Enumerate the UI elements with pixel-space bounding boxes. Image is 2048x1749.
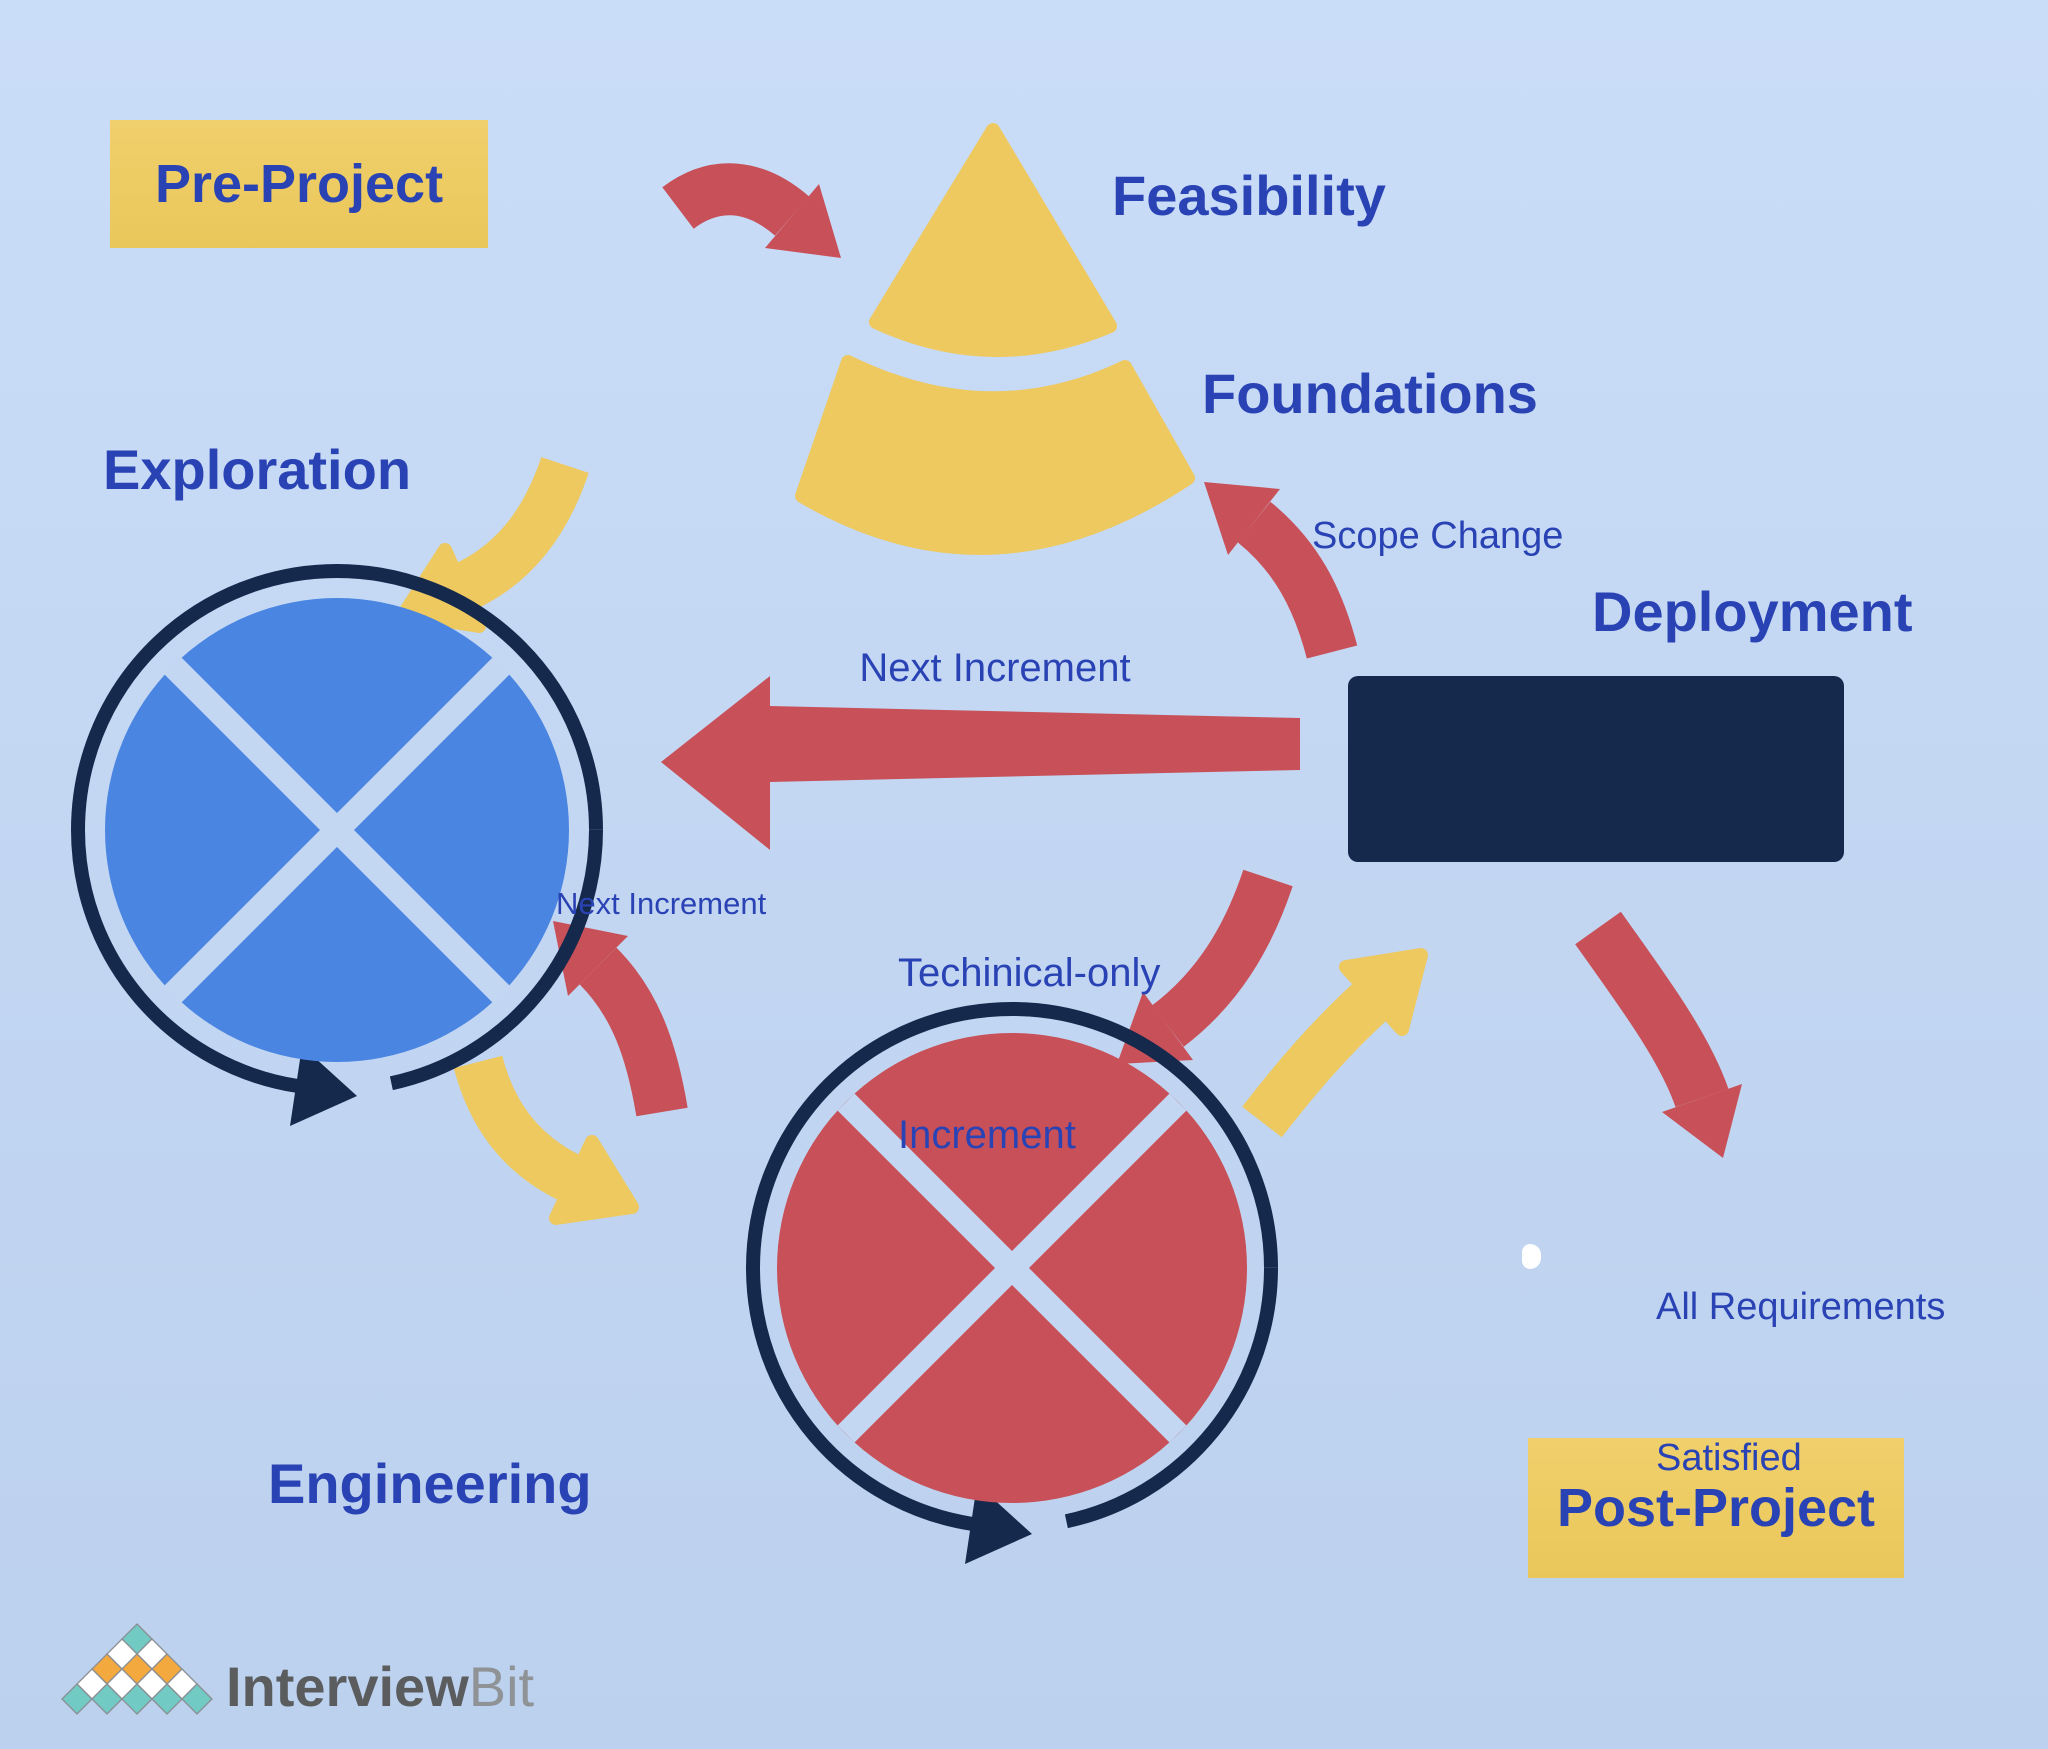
feasibility-label: Feasibility	[1112, 164, 1386, 227]
next-increment-label: Next Increment	[859, 646, 1131, 690]
engineering-label: Engineering	[268, 1452, 592, 1515]
logo-text-interview: Interview	[226, 1655, 469, 1718]
exploration-circle	[71, 564, 603, 1126]
interviewbit-logo-icon	[61, 1623, 213, 1715]
interviewbit-logo-text: InterviewBit	[226, 1654, 534, 1719]
arrow-next-increment	[661, 676, 1300, 850]
post-project-label: Post-Project	[1556, 1478, 1876, 1538]
arrow-exploration-to-engineering	[453, 1055, 639, 1225]
arrow-engineering-to-deployment	[1242, 948, 1428, 1138]
engineering-quadrant-cross	[837, 1093, 1187, 1443]
deployment-node	[1348, 676, 1844, 862]
pre-project-box: Pre-Project	[110, 120, 488, 248]
all-requirements-label: All Requirements Satisfied	[1656, 1182, 1945, 1583]
arrow-preproject-to-feasibility	[662, 163, 841, 258]
engineering-circle	[746, 1002, 1278, 1564]
exploration-label: Exploration	[103, 438, 412, 501]
engineering-cycle-arrowhead-icon	[965, 1484, 1032, 1564]
logo-text-bit: Bit	[468, 1655, 535, 1718]
feasibility-cone-top	[869, 123, 1117, 357]
foundations-cone-segment	[795, 355, 1195, 555]
arrow-all-requirements	[1575, 911, 1742, 1158]
exploration-cycle-ring	[71, 564, 603, 1096]
technical-only-line2: Increment	[898, 1113, 1076, 1157]
exploration-cycle-arrowhead-icon	[290, 1046, 357, 1126]
all-requirements-line1: All Requirements	[1656, 1286, 1946, 1329]
foundations-label: Foundations	[1202, 362, 1538, 425]
arrow-foundations-to-exploration	[397, 456, 589, 633]
post-project-box: Post-Project	[1528, 1438, 1904, 1578]
pre-project-label: Pre-Project	[154, 154, 444, 214]
exploration-quadrant-cross	[162, 655, 512, 1005]
arrow-scope-change	[1204, 482, 1358, 659]
technical-only-line1: Techinical-only	[898, 951, 1161, 995]
scope-change-label: Scope Change	[1312, 515, 1564, 557]
engineering-cycle-ring	[746, 1002, 1278, 1534]
technical-only-increment-label: Techinical-only Increment	[898, 838, 1160, 1270]
white-dot-icon	[1522, 1244, 1541, 1269]
next-increment-small-label: Next Increment	[556, 886, 767, 921]
deployment-label: Deployment	[1592, 580, 1913, 643]
all-requirements-line2: Satisfied	[1656, 1436, 1802, 1479]
